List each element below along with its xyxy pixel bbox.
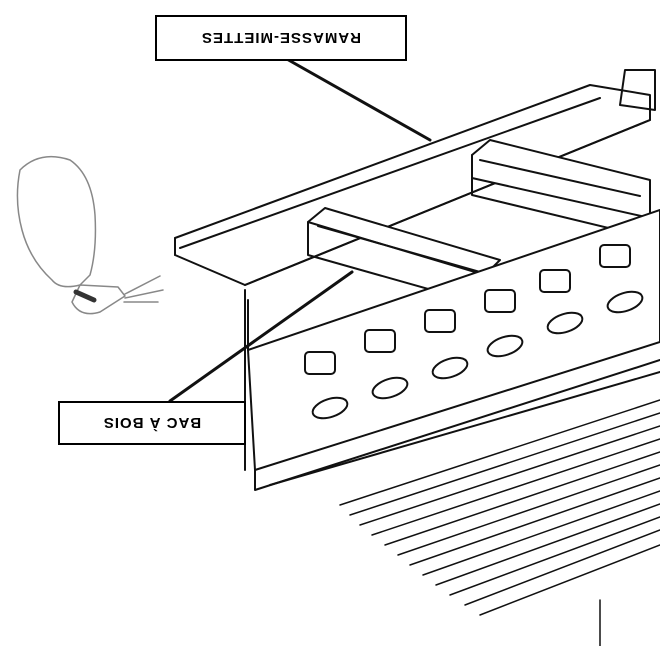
label-crumb-tray: RAMASSE-MIETTES [155,15,407,61]
rear-tray [471,69,656,239]
spray-bottle-icon [16,155,164,315]
control-knobs [304,244,631,375]
callout-leaders [168,56,432,403]
label-wood-tray: BAC À BOIS [58,401,246,445]
crumb-tray [174,84,651,286]
grill-grate [339,399,660,646]
panel-slots [311,290,644,420]
